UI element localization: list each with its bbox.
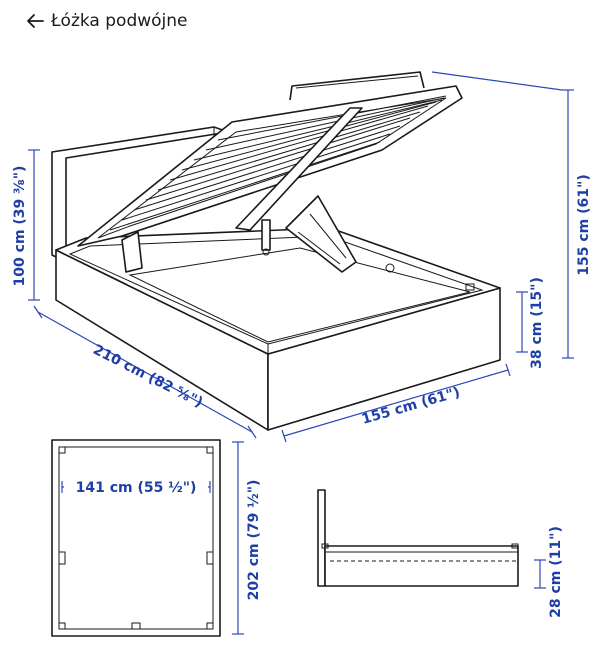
floor-clearance-label: 28 cm (11") <box>548 526 564 618</box>
bed-side-view <box>317 489 519 587</box>
frame-height-label: 38 cm (15") <box>529 277 545 369</box>
center-post <box>261 219 271 251</box>
lift-mechanism <box>285 195 357 273</box>
side-headboard <box>317 489 326 587</box>
top-bar: Łóżka podwójne <box>0 0 602 42</box>
iso-dimension-lines <box>28 71 574 443</box>
side-frame <box>324 545 519 587</box>
slats <box>109 95 447 231</box>
arrow-left-icon <box>27 14 44 28</box>
side-view-dimension-lines <box>534 559 546 589</box>
slatted-base-frame <box>77 85 463 247</box>
inner-width-label: 141 cm (55 ½") <box>76 480 197 496</box>
lift-handle <box>289 71 425 101</box>
total-height-label: 155 cm (61") <box>576 174 592 275</box>
bed-top-view <box>51 439 221 637</box>
back-button[interactable] <box>22 8 48 34</box>
headboard-height-label: 100 cm (39 ³⁄₈") <box>12 166 28 287</box>
lift-mechanism-left <box>121 231 143 273</box>
bed-isometric-drawing <box>51 71 501 431</box>
inner-length-label: 202 cm (79 ½") <box>246 480 262 601</box>
page-title: Łóżka podwójne <box>51 11 188 31</box>
center-beam <box>235 107 363 231</box>
